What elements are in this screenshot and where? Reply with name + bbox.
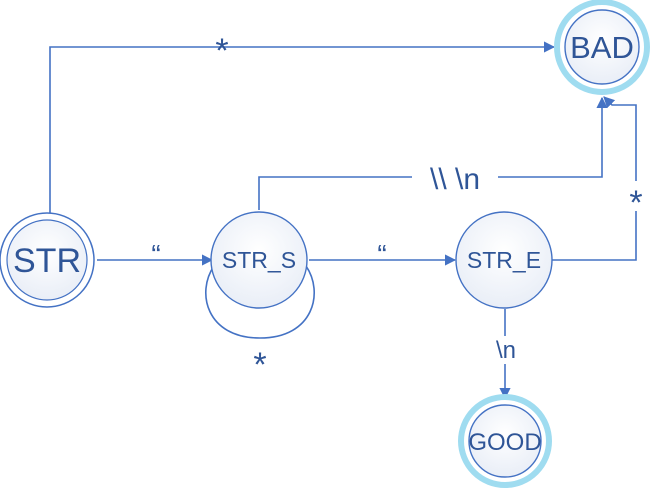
edge-str-e-to-bad — [551, 96, 637, 261]
edge-label-bg-str-e-to-good — [488, 336, 522, 364]
edge-label-bg-str-e-to-bad — [625, 181, 647, 211]
edge-label-str-s-to-str-e: “ — [377, 239, 386, 270]
node-bad-label: BAD — [570, 30, 634, 65]
node-str-label: STR — [13, 242, 81, 280]
edge-str-s-loop — [205, 265, 315, 339]
edge-label-str-s-loop: * — [253, 346, 266, 384]
edge-label-bg-str-s-to-bad — [412, 164, 498, 190]
node-str-s[interactable]: STR_S — [210, 211, 308, 309]
edge-str-to-bad — [49, 41, 556, 220]
edge-label-str-s-to-bad: \\ \n — [430, 163, 480, 196]
edge-label-str-e-to-good: \n — [496, 337, 516, 364]
node-str-e[interactable]: STR_E — [455, 211, 553, 309]
edge-label-str-to-bad: * — [215, 32, 228, 70]
edge-label-str-e-to-bad: * — [629, 184, 642, 222]
node-good-label: GOOD — [468, 429, 541, 456]
node-str-e-label: STR_E — [467, 247, 541, 273]
node-bad[interactable]: BAD — [554, 0, 650, 95]
edge-label-str-to-str-s: “ — [151, 239, 160, 270]
node-str[interactable]: STR — [0, 212, 95, 308]
node-good[interactable]: GOOD — [458, 394, 552, 488]
node-str-s-label: STR_S — [222, 247, 296, 273]
